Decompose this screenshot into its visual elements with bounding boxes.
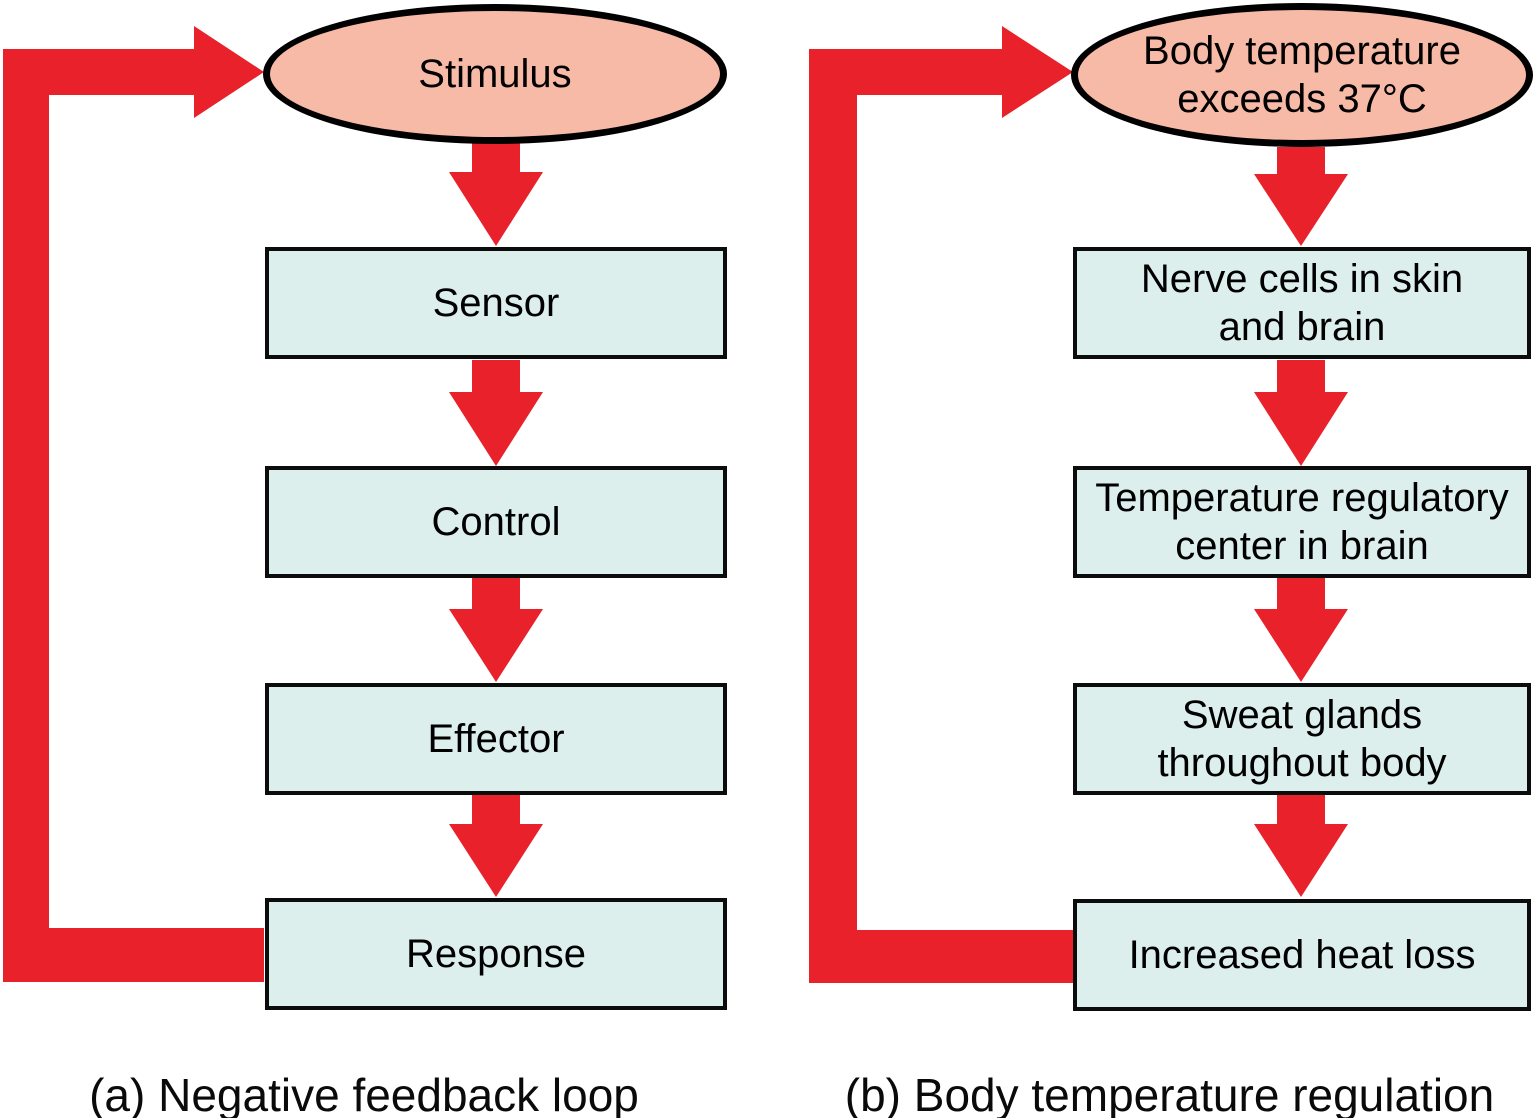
control-label: Control bbox=[431, 500, 561, 544]
feedback-line-vertical-a bbox=[3, 49, 49, 982]
down-arrow-icon bbox=[1254, 794, 1348, 897]
stimulus-label-a: Stimulus bbox=[418, 52, 572, 96]
regulatory-center-node: Temperature regulatory center in brain bbox=[1073, 466, 1531, 578]
down-arrow-icon bbox=[1254, 578, 1348, 682]
down-arrow-icon bbox=[449, 578, 543, 682]
control-node: Control bbox=[265, 466, 727, 578]
stimulus-label-b: Body temperature exceeds 37°C bbox=[1143, 29, 1461, 121]
down-arrow-icon bbox=[449, 794, 543, 897]
sweat-glands-node: Sweat glands throughout body bbox=[1073, 683, 1531, 795]
response-node: Response bbox=[265, 898, 727, 1010]
heat-loss-node: Increased heat loss bbox=[1073, 899, 1531, 1011]
down-arrow-icon bbox=[1254, 147, 1348, 246]
stimulus-node-b: Body temperature exceeds 37°C bbox=[1071, 3, 1533, 147]
sensor-label: Sensor bbox=[432, 281, 560, 325]
stimulus-node-a: Stimulus bbox=[263, 4, 727, 144]
regulatory-center-label: Temperature regulatory center in brain bbox=[1095, 476, 1509, 568]
feedback-line-top-a bbox=[3, 49, 194, 95]
feedback-loop-a bbox=[3, 26, 264, 982]
panel-b-caption: (b) Body temperature regulation bbox=[844, 1069, 1495, 1118]
feedback-loop-b bbox=[809, 26, 1074, 983]
sweat-glands-label: Sweat glands throughout body bbox=[1157, 693, 1447, 785]
nerve-cells-node: Nerve cells in skin and brain bbox=[1073, 247, 1531, 359]
nerve-cells-label: Nerve cells in skin and brain bbox=[1140, 257, 1464, 349]
response-label: Response bbox=[405, 932, 587, 976]
effector-node: Effector bbox=[265, 683, 727, 795]
down-arrow-icon bbox=[449, 360, 543, 466]
panel-a-caption: (a) Negative feedback loop bbox=[89, 1069, 639, 1118]
feedback-line-bottom-b bbox=[809, 930, 1074, 983]
effector-label: Effector bbox=[427, 717, 565, 761]
feedback-arrowhead-a bbox=[194, 26, 264, 118]
feedback-arrowhead-b bbox=[1002, 26, 1073, 118]
sensor-node: Sensor bbox=[265, 247, 727, 359]
heat-loss-label: Increased heat loss bbox=[1128, 933, 1476, 977]
feedback-line-vertical-b bbox=[809, 49, 857, 983]
down-arrow-icon bbox=[1254, 360, 1348, 466]
down-arrow-icon bbox=[449, 143, 543, 246]
feedback-line-top-b bbox=[809, 49, 1002, 95]
feedback-line-bottom-a bbox=[3, 928, 264, 982]
